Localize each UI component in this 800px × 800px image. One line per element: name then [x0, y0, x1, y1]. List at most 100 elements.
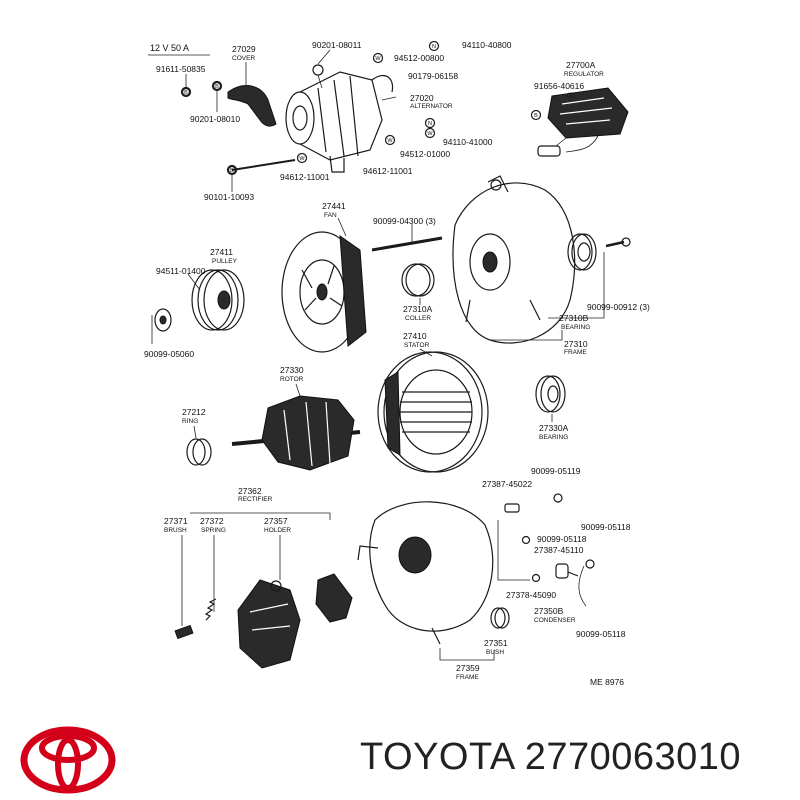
- callout-c38-pn: 27378-45090: [506, 590, 556, 600]
- callout-c21-name: COLLER: [405, 315, 431, 322]
- callout-c36-pn: 90099-05118: [537, 534, 587, 544]
- callout-c16-name: FAN: [324, 212, 337, 219]
- callout-c29-pn: 90099-05119: [531, 466, 581, 476]
- svg-text:W: W: [299, 156, 305, 162]
- svg-text:W: W: [387, 138, 393, 144]
- callout-c24-pn: 27310: [564, 339, 588, 349]
- callout-c14-name: REGULATOR: [564, 71, 604, 78]
- callout-c28-name: BEARING: [539, 434, 568, 441]
- material-symbols: B B N W N W W W B B: [180, 40, 542, 176]
- stator-part: [377, 351, 489, 473]
- callout-c1-pn: 27029: [232, 44, 256, 54]
- symbol-s3: N: [428, 40, 440, 52]
- callout-c15-pn: 91656-40616: [534, 81, 584, 91]
- callout-c6-pn: 94110-40800: [462, 40, 512, 50]
- callout-c27-pn: 27212: [182, 407, 206, 417]
- part-number: 2770063010: [524, 736, 742, 778]
- callout-c32-name: BRUSH: [164, 527, 187, 534]
- symbol-s2: B: [211, 80, 223, 92]
- callout-c24-name: FRAME: [564, 349, 587, 356]
- callout-c34-name: HOLDER: [264, 527, 291, 534]
- brush-part: [174, 624, 194, 640]
- callout-c33-pn: 27372: [200, 516, 224, 526]
- rotor-part: [231, 395, 361, 471]
- front-frame-part: [452, 175, 576, 344]
- svg-text:B: B: [534, 113, 538, 119]
- callout-c26-name: ROTOR: [280, 376, 304, 383]
- callout-labels: 27029 COVER 91611-50835 90201-08010 9020…: [144, 40, 650, 681]
- symbol-s7: W: [384, 134, 396, 146]
- callout-c27-name: RING: [182, 418, 198, 425]
- callout-c18-pn: 27411: [210, 247, 233, 257]
- callout-c34-pn: 27357: [264, 516, 288, 526]
- callout-c11-pn: 94612-11001: [280, 172, 330, 182]
- fan-part: [281, 231, 367, 353]
- screw-90099-00912: [605, 237, 631, 248]
- callout-c20-pn: 90099-05060: [144, 349, 194, 359]
- toyota-logo-icon: [20, 726, 116, 794]
- terminal-27378-45090: [531, 573, 541, 583]
- callout-c42-name: FRAME: [456, 674, 479, 681]
- callout-c2-pn: 91611-50835: [156, 64, 206, 74]
- callout-c9-pn: 94110-41000: [443, 137, 493, 147]
- collar-part: [401, 263, 435, 297]
- symbol-s9: B: [530, 109, 542, 121]
- callout-c28-pn: 27330A: [539, 423, 569, 433]
- nut-pulley: [154, 308, 172, 332]
- symbol-s1: B: [180, 86, 192, 98]
- symbol-s5: N: [424, 117, 436, 129]
- brush-holder: [315, 573, 353, 623]
- svg-text:W: W: [427, 131, 433, 137]
- svg-text:B: B: [184, 90, 188, 96]
- condenser-part: [555, 563, 587, 607]
- brand-name: TOYOTA: [360, 736, 514, 778]
- callout-c39-name: CONDENSER: [534, 617, 576, 624]
- voltage-rating: 12 V 50 A: [150, 43, 189, 53]
- regulator-part: [537, 87, 629, 157]
- callout-c10-pn: 94512-01000: [400, 149, 450, 159]
- callout-c35-pn: 90099-05118: [581, 522, 631, 532]
- nut-90099-05118-b: [521, 535, 531, 545]
- rectifier-assembly: [237, 579, 301, 669]
- svg-text:B: B: [215, 84, 219, 90]
- pulley-part: [191, 269, 245, 331]
- callout-c15-name: (2): [567, 92, 575, 99]
- symbol-s4: W: [372, 52, 384, 64]
- brand-part-number: TOYOTA 2770063010: [360, 736, 741, 779]
- rear-frame-part: [357, 501, 494, 645]
- callout-c1-name: COVER: [232, 55, 255, 62]
- bearing-27310b: [567, 233, 597, 271]
- callout-c42-pn: 27359: [456, 663, 480, 673]
- callout-c21-pn: 27310A: [403, 304, 433, 314]
- callout-c4-pn: 90201-08011: [312, 40, 362, 50]
- callout-c25-pn: 27410: [403, 331, 427, 341]
- leader-lines: [151, 49, 605, 661]
- nut-90099-05119: [553, 493, 563, 503]
- symbol-s8: W: [296, 152, 308, 164]
- callout-c41-name: BUSH: [486, 649, 504, 656]
- callout-c3-pn: 90201-08010: [190, 114, 240, 124]
- terminal-27387-45022: [504, 503, 520, 513]
- symbol-s6: W: [424, 127, 436, 139]
- callout-c19-pn: 94511-01400: [156, 266, 206, 276]
- callout-c32-pn: 27371: [164, 516, 188, 526]
- svg-text:N: N: [428, 121, 432, 127]
- callout-c17-pn: 90099-04300 (3): [373, 216, 436, 226]
- callout-c12-pn: 94612-11001: [363, 166, 413, 176]
- spring-part: [204, 598, 217, 621]
- callout-c31-name: RECTIFIER: [238, 496, 273, 503]
- callout-c22-pn: 90099-00912 (3): [587, 302, 650, 312]
- svg-text:N: N: [432, 44, 436, 50]
- callout-c39-pn: 27350B: [534, 606, 564, 616]
- callout-c16-pn: 27441: [322, 201, 346, 211]
- long-bolt-90101: [227, 159, 296, 175]
- callout-c33-name: SPRING: [201, 527, 226, 534]
- symbol-s10: B: [226, 164, 238, 176]
- bearing-27330a: [535, 375, 566, 413]
- callout-c30-pn: 27387-45022: [482, 479, 532, 489]
- alternator-assembly: [285, 64, 394, 173]
- callout-c5-pn: 94512-00800: [394, 53, 444, 63]
- drawing-id: ME 8976: [590, 677, 624, 687]
- callout-c23-pn: 27310B: [559, 313, 589, 323]
- svg-text:W: W: [375, 56, 381, 62]
